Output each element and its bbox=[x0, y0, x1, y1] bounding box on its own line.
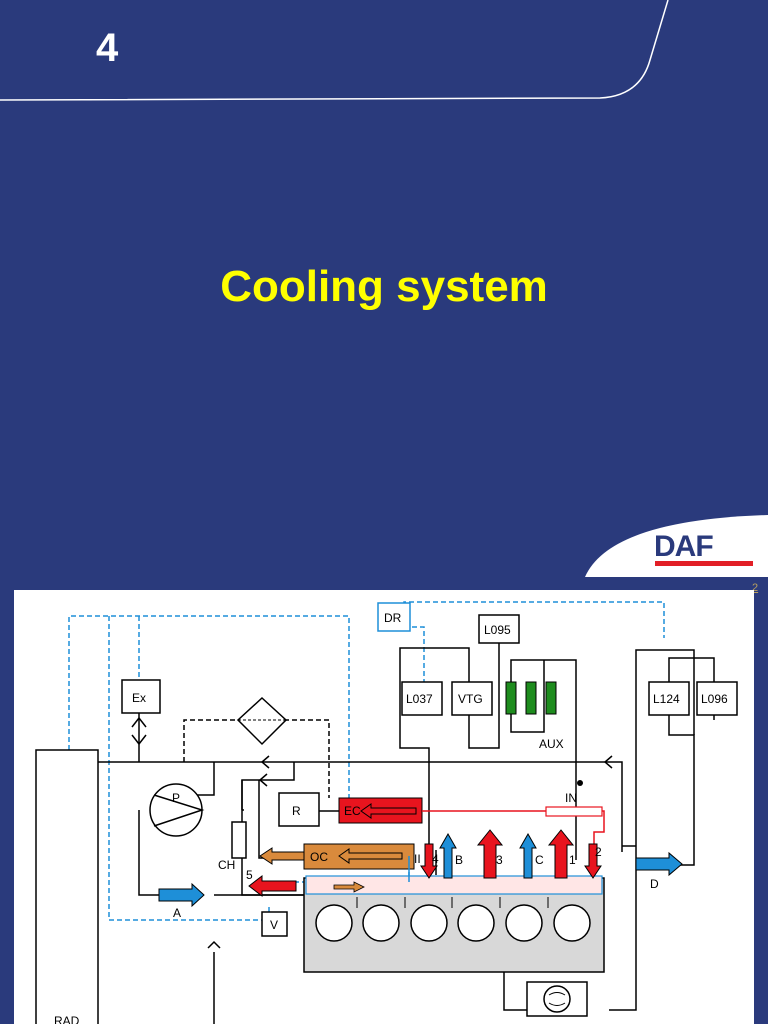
slide-number: 4 bbox=[96, 26, 119, 70]
arrow-ii bbox=[420, 843, 438, 879]
label-2: 2 bbox=[595, 845, 602, 859]
cylinder-dividers bbox=[356, 897, 549, 908]
radiator bbox=[35, 749, 99, 1024]
vtg-box bbox=[451, 681, 493, 716]
cab-heater bbox=[231, 821, 247, 859]
valve-v bbox=[261, 911, 288, 937]
l095-label: L095 bbox=[484, 623, 511, 637]
label-b: B bbox=[455, 853, 463, 867]
cylinders bbox=[315, 904, 591, 942]
arrow-3 bbox=[476, 829, 504, 879]
dr-box bbox=[377, 602, 411, 632]
label-5: 5 bbox=[246, 868, 253, 882]
v-label: V bbox=[270, 918, 278, 932]
label-ii: II bbox=[414, 852, 421, 866]
thermostat bbox=[278, 792, 320, 827]
label-a: A bbox=[173, 906, 181, 920]
aux-element-1 bbox=[505, 681, 517, 715]
l124-box bbox=[648, 681, 690, 716]
intercooler bbox=[545, 806, 603, 817]
l096-label: L096 bbox=[701, 692, 728, 706]
label-4: 4 bbox=[432, 852, 439, 866]
r-label: R bbox=[292, 804, 301, 818]
in-label: IN bbox=[565, 791, 577, 805]
page-link[interactable]: 2 bbox=[752, 582, 759, 594]
filter-symbol bbox=[236, 696, 288, 746]
vtg-label: VTG bbox=[458, 692, 483, 706]
l095-box bbox=[478, 614, 520, 644]
oc-label: OC bbox=[310, 850, 328, 864]
cooling-system-diagram: RAD Ex P R CH V DR L095 L037 VTG AUX L12… bbox=[14, 590, 754, 1024]
l037-box bbox=[401, 681, 443, 716]
label-1: 1 bbox=[569, 853, 576, 867]
arrow-1 bbox=[547, 829, 575, 879]
aux-element-2 bbox=[525, 681, 537, 715]
slide-title: Cooling system bbox=[220, 262, 548, 311]
daf-logo: DAF bbox=[654, 530, 714, 563]
arrow-a bbox=[158, 882, 205, 908]
dr-label: DR bbox=[384, 611, 402, 625]
rad-label: RAD bbox=[54, 1014, 80, 1024]
ch-label: CH bbox=[218, 858, 235, 872]
l096-box bbox=[696, 681, 738, 716]
pump-label: P bbox=[172, 791, 180, 805]
arrow-5 bbox=[248, 874, 297, 898]
arrow-c bbox=[519, 832, 537, 879]
l124-label: L124 bbox=[653, 692, 680, 706]
label-c: C bbox=[535, 853, 544, 867]
aux-element-3 bbox=[545, 681, 557, 715]
expansion-tank bbox=[121, 679, 161, 714]
ec-label: EC bbox=[344, 804, 361, 818]
aux-label: AUX bbox=[539, 737, 564, 751]
label-3: 3 bbox=[496, 853, 503, 867]
filter-line bbox=[183, 719, 330, 798]
logo-underline bbox=[655, 561, 753, 566]
header-curve bbox=[0, 0, 669, 101]
l037-label: L037 bbox=[406, 692, 433, 706]
flow-arrowheads bbox=[131, 716, 613, 949]
ex-label: Ex bbox=[132, 691, 146, 705]
arrow-2 bbox=[584, 843, 602, 879]
cooling-gallery bbox=[305, 875, 603, 895]
arrow-d bbox=[635, 851, 683, 877]
label-d: D bbox=[650, 877, 659, 891]
arrow-b bbox=[439, 832, 457, 879]
oil-arrow bbox=[259, 847, 305, 865]
